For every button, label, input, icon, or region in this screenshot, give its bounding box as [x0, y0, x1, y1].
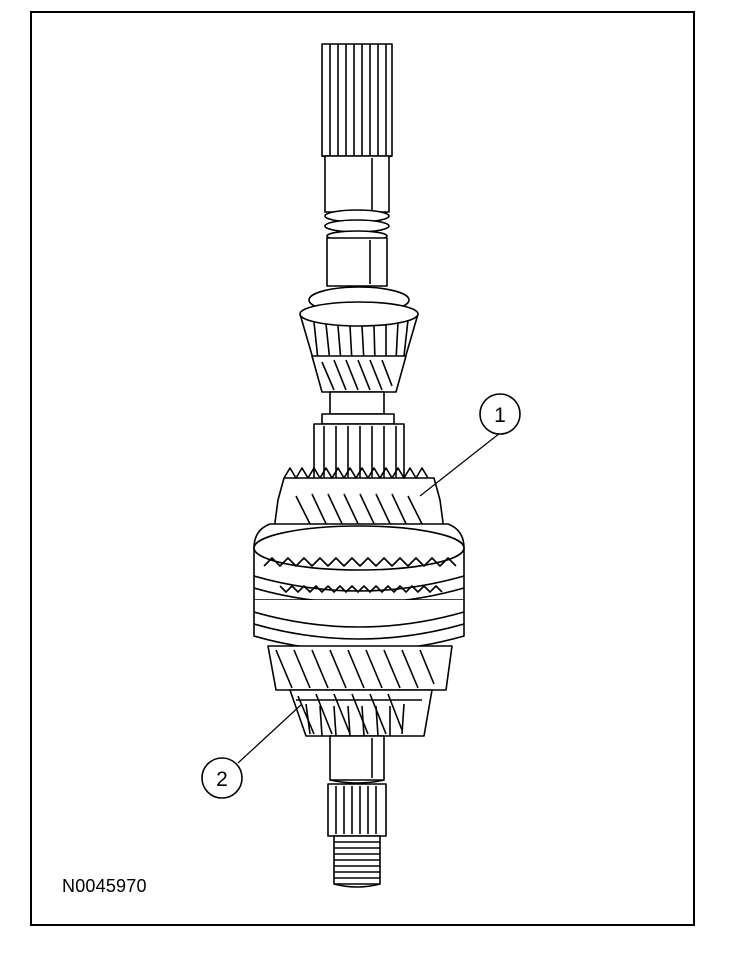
callout-2: 2 — [201, 703, 303, 799]
lower-gear-cluster — [267, 645, 453, 737]
middle-shaft — [321, 391, 395, 425]
upper-bearing — [299, 286, 419, 363]
lower-shaft — [329, 735, 385, 784]
callout-2-label: 2 — [216, 768, 228, 791]
figure-id: N0045970 — [62, 876, 147, 896]
synchronizer-assembly — [253, 523, 465, 652]
upper-helical-gear — [311, 355, 407, 393]
lower-spline — [327, 783, 387, 837]
figure-frame — [30, 11, 695, 926]
output-shaft-journal — [324, 155, 390, 287]
threaded-end — [333, 835, 381, 888]
callout-1-label: 1 — [494, 404, 506, 427]
output-shaft-spline — [321, 43, 393, 161]
callout-1: 1 — [419, 393, 521, 497]
